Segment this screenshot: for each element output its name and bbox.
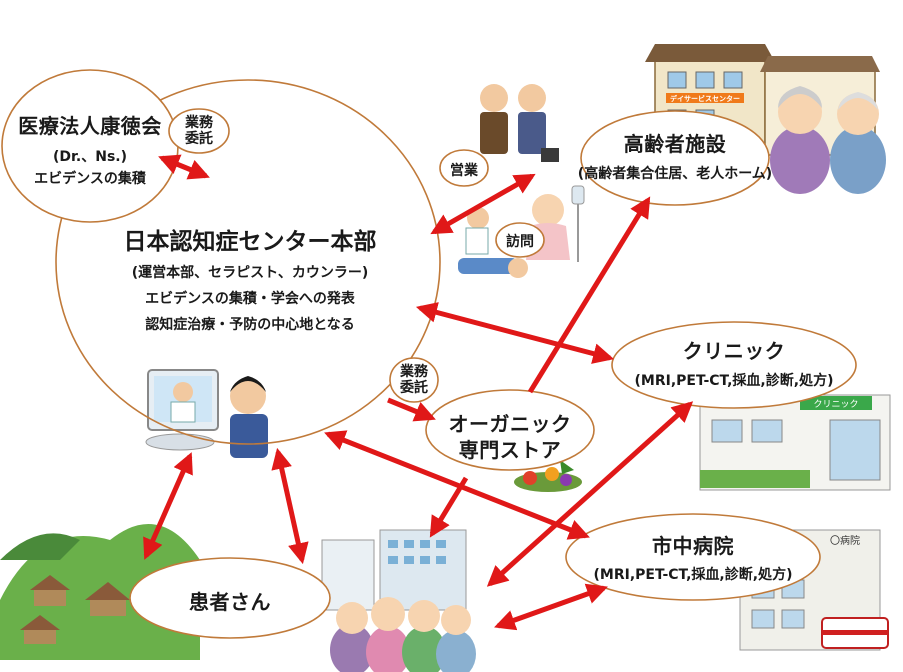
- hospital-name: 市中病院: [652, 534, 734, 558]
- hq-name: 日本認知症センター本部: [123, 229, 377, 255]
- clinic-name: クリニック: [682, 339, 786, 363]
- hq-mission: 認知症治療・予防の中心地となる: [145, 317, 355, 333]
- elderly-couple-illustration: [770, 86, 886, 194]
- elderly-group-illustration: [330, 597, 476, 672]
- arrow-telemed-patient: [271, 447, 309, 565]
- elderly-facility-detail: (高齢者集合住居、老人ホーム): [577, 166, 773, 182]
- hq-roles: (運営本部、セラピスト、カウンラー): [131, 265, 369, 281]
- telemedicine-illustration: [145, 369, 268, 458]
- arrow-hq-clinic: [415, 302, 615, 364]
- arrow-hospital-elderly: [494, 583, 608, 631]
- day-service-sign-text: デイサービスセンター: [670, 94, 740, 103]
- arrow-clinic-apartments: [486, 401, 694, 587]
- arrow-hq-facility-sales: [430, 173, 536, 235]
- hq-evidence: エビデンスの集積・学会への発表: [145, 291, 355, 307]
- kotokukai-staff: (Dr.、Ns.): [52, 149, 127, 165]
- arrow-hq-store: [387, 397, 436, 422]
- arrow-telemed-village: [143, 452, 193, 560]
- clinic-sign-text: クリニック: [813, 399, 858, 410]
- elderly-facility-ellipse: [580, 110, 770, 206]
- patient-name: 患者さん: [189, 590, 271, 614]
- kotokukai-evidence: エビデンスの集積: [34, 171, 146, 187]
- organic-store-name2: 専門ストア: [458, 438, 562, 462]
- patient-ellipse: [129, 557, 331, 639]
- business-handshake-illustration: [480, 84, 559, 162]
- clinic-ellipse: [611, 321, 857, 409]
- organic-store-name: オーガニック: [448, 412, 572, 436]
- clinic-building-illustration: クリニック: [699, 394, 891, 491]
- outsourcing-label-top: 業務 委託: [185, 115, 213, 147]
- clinic-detail: (MRI,PET-CT,採血,診断,処方): [634, 373, 834, 389]
- hq-ellipse: [55, 79, 441, 445]
- arrow-kotokukai-hq: [158, 154, 210, 180]
- kotokukai-name: 医療法人康徳会: [18, 114, 162, 138]
- sales-label: 営業: [450, 163, 478, 179]
- outsourcing-label-store: 業務 委託: [400, 364, 428, 396]
- elderly-facility-name: 高齢者施設: [623, 132, 727, 156]
- hospital-detail: (MRI,PET-CT,採血,診断,処方): [593, 567, 793, 583]
- arrow-store-apartments: [429, 476, 469, 538]
- hospital-sign-text: 〇病院: [830, 534, 860, 547]
- arrow-store-facility: [527, 196, 651, 394]
- apartment-buildings-illustration: [321, 529, 467, 611]
- outsourcing-badge-top: [168, 108, 230, 154]
- visit-label: 訪問: [506, 234, 534, 250]
